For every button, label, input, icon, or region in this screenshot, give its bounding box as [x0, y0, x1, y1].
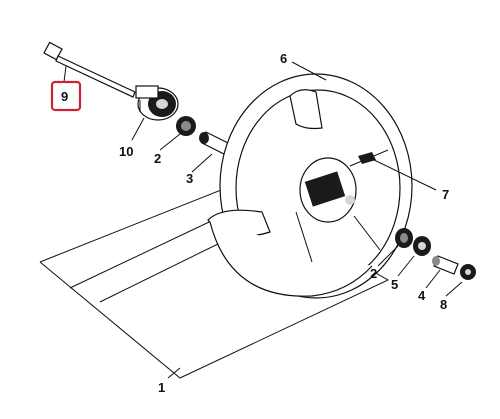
callout-3: 3	[186, 171, 193, 186]
part-oil-seal	[413, 236, 431, 256]
part-meter-gear-unit	[135, 85, 179, 121]
highlight-box-9	[50, 80, 82, 112]
callout-leaders	[63, 61, 463, 379]
callout-5: 5	[391, 277, 398, 292]
part-bearing-lower	[395, 228, 413, 248]
callout-10: 10	[119, 144, 133, 159]
callout-9: 9	[61, 89, 68, 104]
part-bearing-upper	[176, 116, 196, 136]
callout-2-upper: 2	[154, 151, 161, 166]
part-axle-nut	[460, 264, 476, 280]
callout-8: 8	[440, 297, 447, 312]
part-wheel	[207, 73, 413, 299]
callout-1: 1	[158, 380, 165, 395]
callout-2-lower: 2	[370, 266, 377, 281]
callout-4: 4	[418, 288, 426, 303]
part-axle-bolt	[43, 41, 136, 98]
assembly-frame-lines	[39, 187, 390, 379]
callout-labels: 9 10 2 3 6 7 2 5 4 8 1	[61, 51, 449, 395]
callout-6: 6	[280, 51, 287, 66]
callout-7: 7	[442, 187, 449, 202]
part-collar	[432, 255, 459, 275]
